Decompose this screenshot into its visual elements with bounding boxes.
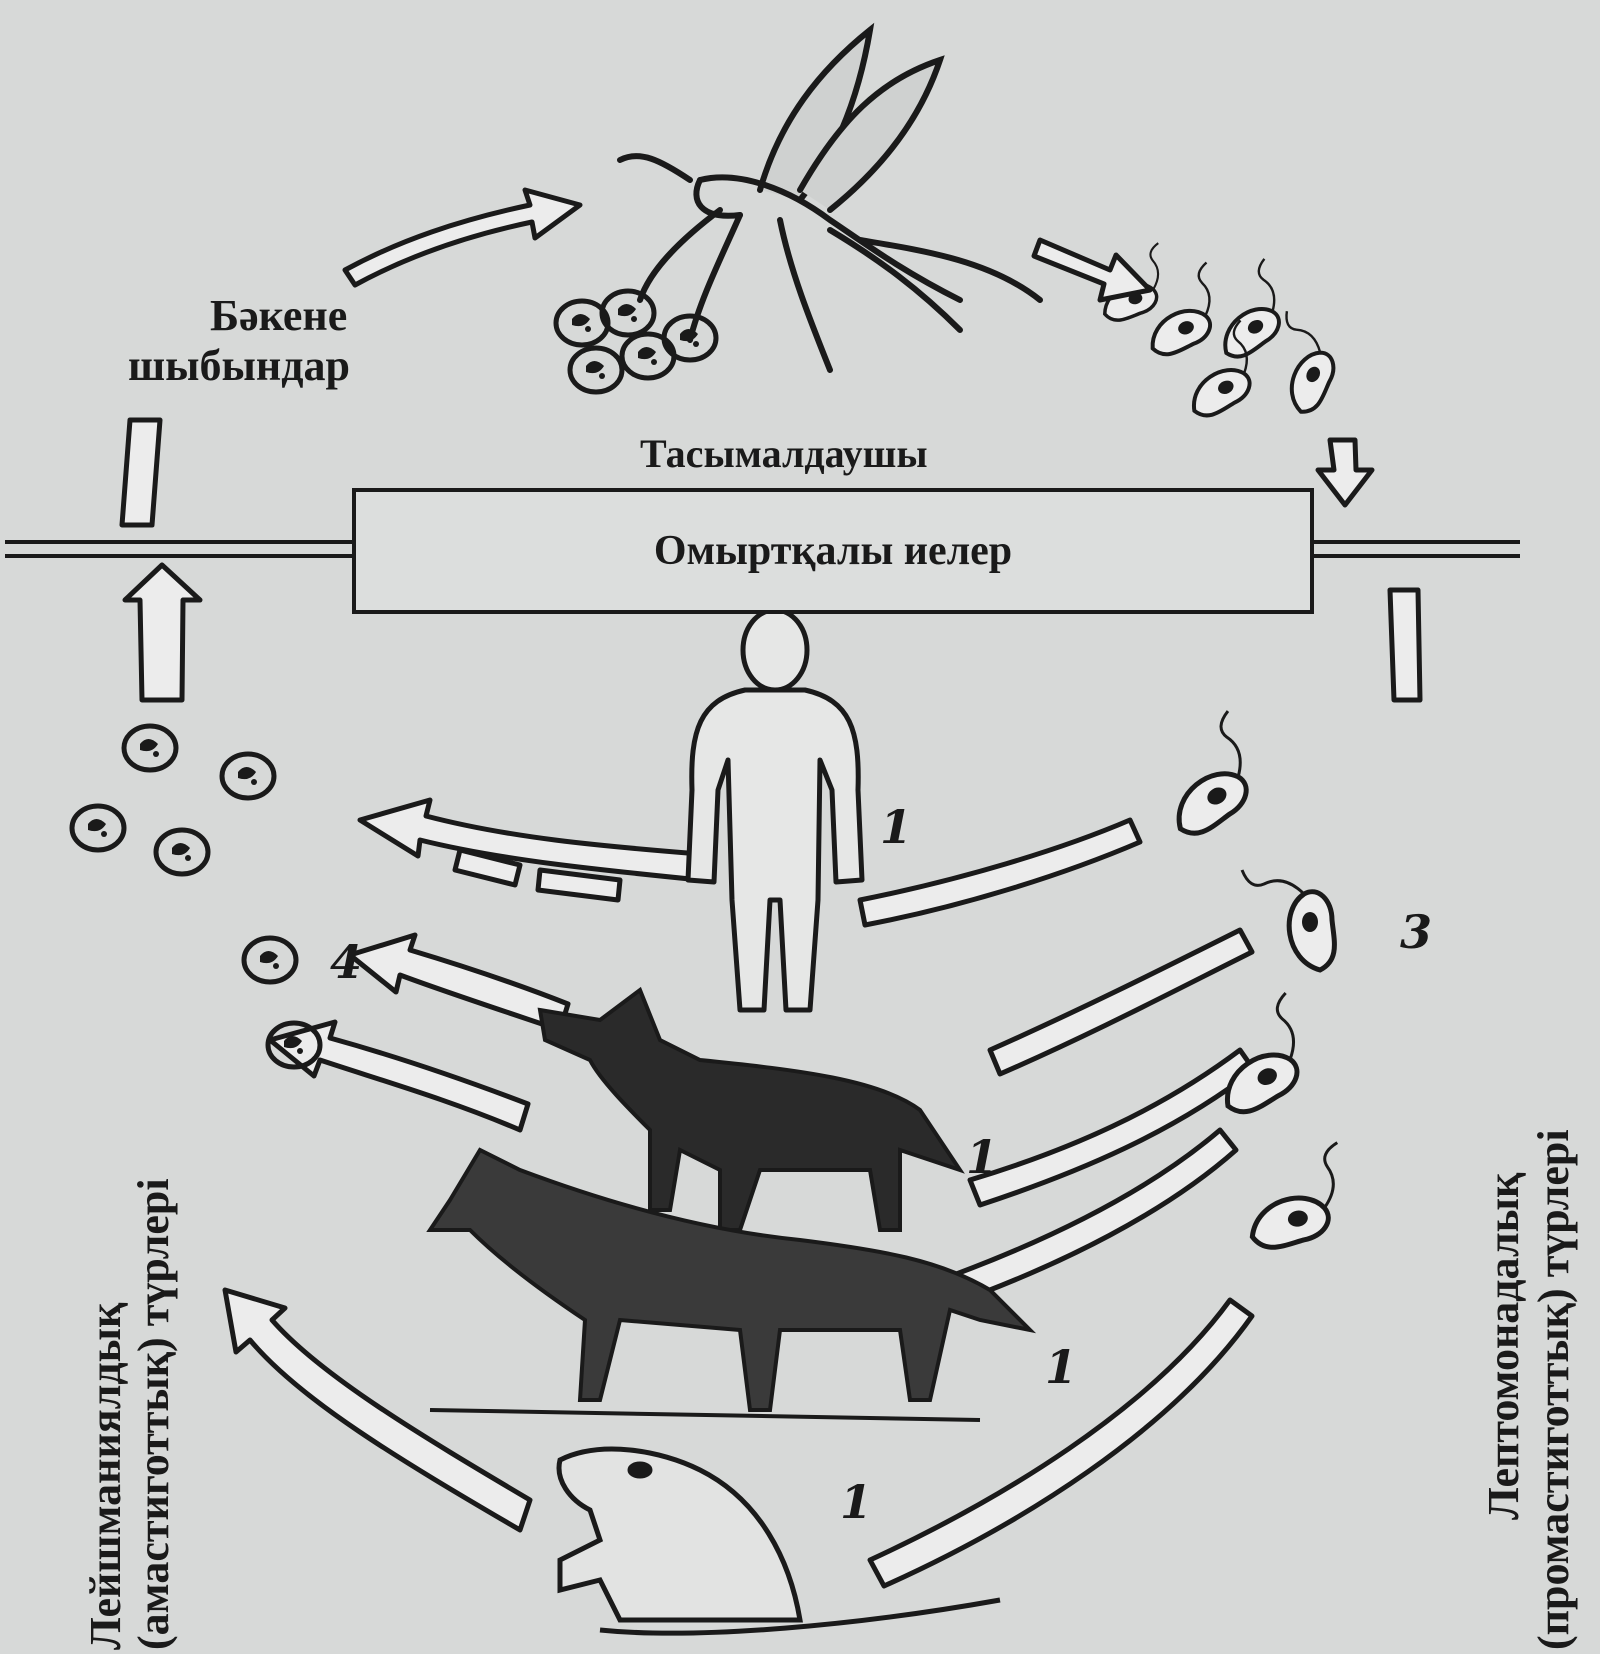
marker-jackal: 1	[966, 1130, 998, 1184]
vector-label-line1: Бәкене	[210, 290, 347, 341]
left-side-label-line1: Лейшманиялдық	[80, 1303, 131, 1650]
amastigote-cluster-left	[72, 726, 320, 1067]
carrier-label: Тасымалдаушы	[640, 430, 928, 477]
jackal-icon	[540, 990, 960, 1230]
marker-amastigote: 4	[330, 935, 362, 989]
right-side-label-line2: (промастиготтық) түрлері	[1528, 1129, 1579, 1650]
marker-promastigote: 3	[1400, 905, 1432, 959]
left-side-label-line2: (амастиготтық) түрлері	[128, 1178, 179, 1650]
right-side-label-line1: Лептомонадалық	[1478, 1173, 1529, 1520]
human-icon	[688, 610, 862, 1010]
vertebrate-hosts-box: Омыртқалы иелер	[352, 488, 1314, 614]
marker-fox: 1	[1045, 1340, 1077, 1394]
vector-label-line2: шыбындар	[128, 340, 350, 391]
marker-rodent: 1	[840, 1475, 872, 1529]
marker-human: 1	[880, 800, 912, 854]
hosts-label: Омыртқалы иелер	[654, 527, 1012, 575]
